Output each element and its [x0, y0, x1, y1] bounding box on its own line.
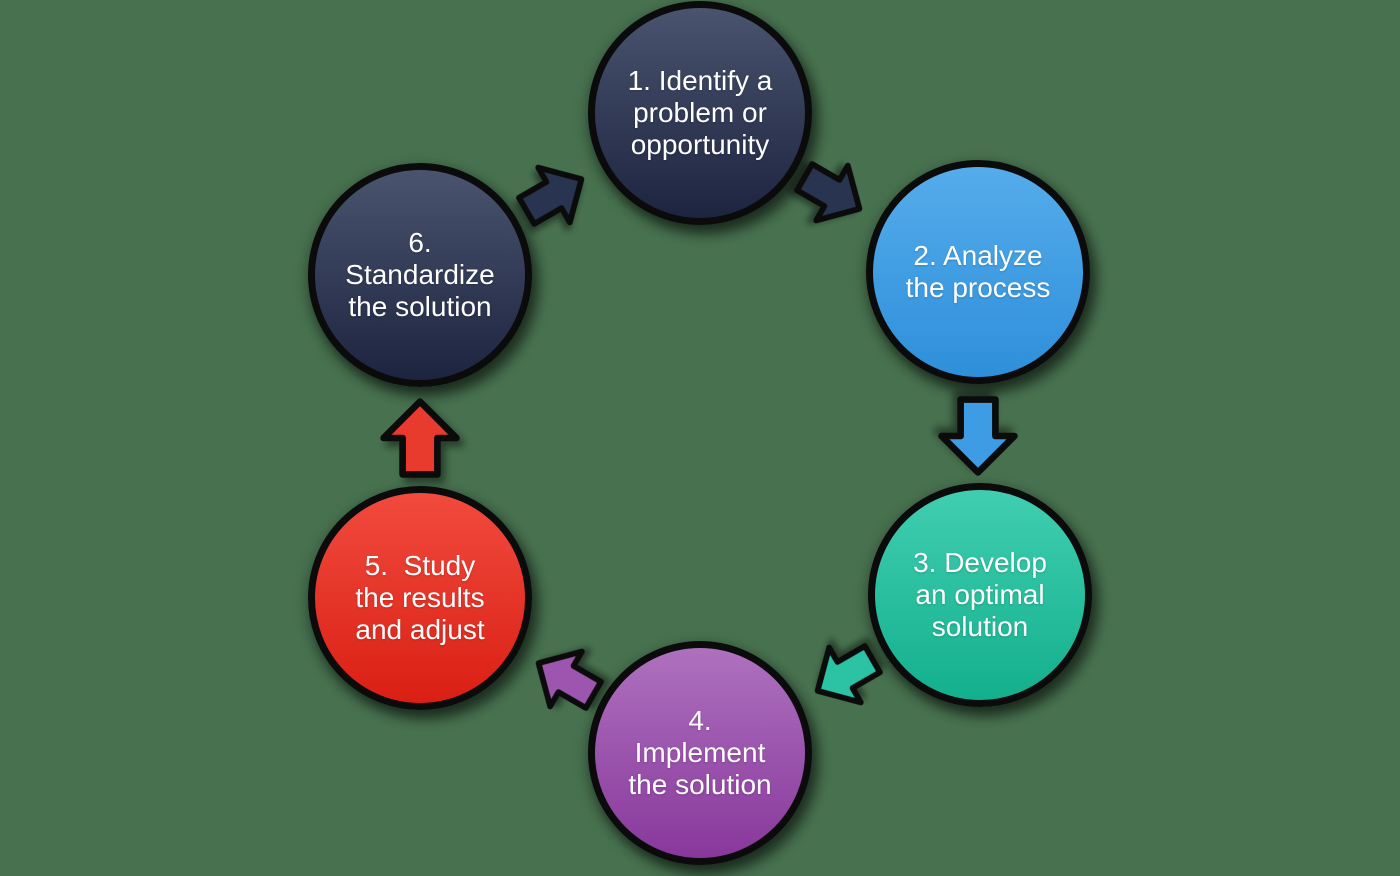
block-arrow-icon: [814, 643, 883, 706]
step-label-line: 3. Develop: [913, 547, 1047, 578]
block-arrow-icon: [535, 648, 604, 711]
step-label-line: Standardize: [345, 259, 495, 290]
arrow-3-to-4: [796, 626, 894, 724]
block-arrow-icon: [938, 396, 1018, 476]
arrow-6-to-1: [505, 146, 603, 244]
step-label-line: Implement: [634, 737, 766, 768]
arrow-1-to-2: [783, 144, 881, 242]
step-label-line: opportunity: [630, 129, 770, 160]
step-label-line: 5. Study: [364, 550, 476, 581]
step-label-line: 4.: [688, 705, 712, 736]
step-label-line: an optimal: [915, 579, 1045, 610]
block-arrow-icon: [380, 398, 460, 478]
step-label-line: the results: [355, 582, 485, 613]
step-label-line: problem or: [633, 97, 767, 128]
step-label-line: 1. Identify a: [627, 65, 773, 96]
step-label-line: and adjust: [355, 614, 485, 645]
step-label-line: the process: [905, 272, 1051, 303]
step-label-line: 6.: [408, 227, 432, 258]
step-label-line: 2. Analyze: [913, 240, 1043, 271]
arrow-2-to-3: [937, 395, 1020, 478]
step-label-line: the solution: [628, 769, 772, 800]
arrow-5-to-6: [379, 397, 462, 480]
arrow-4-to-5: [517, 630, 615, 728]
step-label-line: solution: [931, 611, 1029, 642]
block-arrow-icon: [516, 164, 585, 227]
block-arrow-icon: [794, 161, 863, 224]
step-label-line: the solution: [348, 291, 492, 322]
